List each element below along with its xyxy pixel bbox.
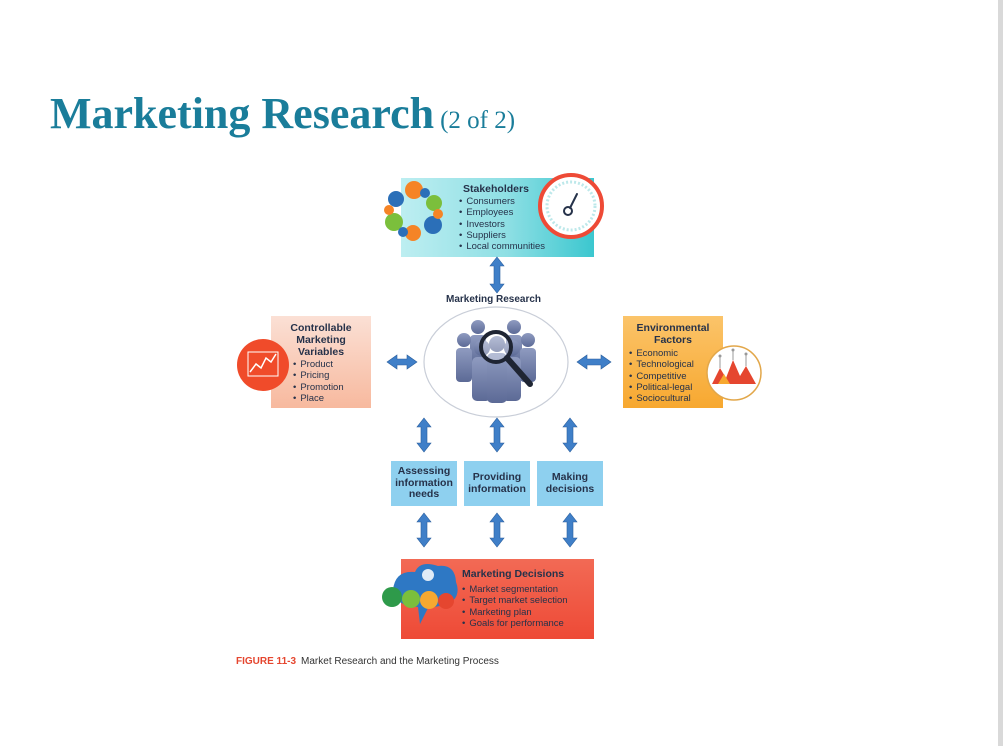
- controllable-title: Controllable Marketing Variables: [271, 322, 371, 358]
- list-item: Target market selection: [462, 595, 567, 606]
- process-step-providing: Providing information: [464, 461, 530, 506]
- list-item: Promotion: [293, 382, 343, 393]
- process-step-line: Making: [551, 471, 589, 483]
- process-step-line: information: [468, 482, 526, 495]
- stakeholders-list: Consumers Employees Investors Suppliers …: [459, 196, 545, 252]
- marketing-research-center: [423, 306, 569, 418]
- list-item: Technological: [629, 359, 694, 370]
- process-step-line: decisions: [545, 482, 595, 495]
- slide-title-main: Marketing Research: [50, 89, 435, 138]
- controllable-title-line: Variables: [297, 346, 345, 358]
- figure-number: FIGURE 11-3: [236, 656, 297, 667]
- arrow-assessing-decisions: [416, 512, 432, 548]
- list-item: Competitive: [629, 371, 694, 382]
- process-step-label: Providing information: [468, 471, 526, 495]
- list-item: Economic: [629, 348, 694, 359]
- slide-right-edge: [998, 0, 1003, 746]
- process-step-line: Assessing: [397, 465, 451, 478]
- process-step-line: needs: [408, 488, 440, 501]
- list-item: Political-legal: [629, 382, 694, 393]
- gauge-icon: [538, 173, 604, 239]
- arrow-research-making: [562, 417, 578, 453]
- process-step-line: Providing: [472, 471, 522, 483]
- list-item: Suppliers: [459, 230, 545, 241]
- list-item: Market segmentation: [462, 584, 568, 595]
- list-item: Sociocultural: [629, 393, 694, 404]
- list-item: Pricing: [293, 370, 344, 381]
- environmental-title: Environmental Factors: [623, 322, 723, 346]
- mountain-chart-icon: [706, 345, 762, 401]
- arrow-stakeholders-research: [489, 256, 505, 294]
- process-step-label: Making decisions: [545, 471, 595, 495]
- slide-title: Marketing Research(2 of 2): [50, 88, 515, 139]
- arrow-research-environmental: [576, 354, 612, 370]
- process-step-making: Making decisions: [537, 461, 603, 506]
- environmental-title-line: Environmental: [636, 322, 710, 334]
- environmental-title-line: Factors: [654, 334, 692, 346]
- figure-caption-text: Market Research and the Marketing Proces…: [301, 656, 499, 667]
- controllable-title-line: Controllable: [290, 322, 352, 334]
- slide-title-suffix: (2 of 2): [440, 107, 516, 134]
- marketing-decisions-box: Marketing Decisions Market segmentation …: [401, 559, 594, 639]
- ideas-cloud-icon: [382, 564, 458, 624]
- controllable-title-line: Marketing: [296, 334, 346, 346]
- environmental-list: Economic Technological Competitive Polit…: [629, 348, 694, 404]
- magnifier-icon: [479, 330, 533, 387]
- arrow-research-assessing: [416, 417, 432, 453]
- arrow-providing-decisions: [489, 512, 505, 548]
- list-item: Place: [293, 393, 344, 404]
- process-step-assessing: Assessing information needs: [391, 461, 457, 506]
- controllable-list: Product Pricing Promotion Place: [293, 359, 344, 404]
- line-chart-icon: [237, 339, 289, 391]
- process-step-line: information: [395, 476, 453, 489]
- team-circle-icon: [384, 181, 443, 241]
- figure-caption: FIGURE 11-3 Market Research and the Marke…: [236, 656, 499, 667]
- decisions-list: Market segmentation Target market select…: [462, 584, 568, 629]
- connector-arrows: [386, 256, 612, 548]
- marketing-research-label: Marketing Research: [446, 294, 542, 305]
- list-item: Marketing plan: [462, 607, 568, 618]
- arrow-research-providing: [489, 417, 505, 453]
- list-item: Product: [293, 359, 344, 370]
- list-item: Employees: [459, 207, 545, 218]
- arrow-controllable-research: [386, 354, 418, 370]
- process-step-label: Assessing information needs: [395, 466, 453, 501]
- environmental-factors-box: Environmental Factors Economic Technolog…: [623, 316, 723, 408]
- list-item: Local communities: [459, 241, 545, 252]
- list-item: Consumers: [459, 196, 545, 207]
- list-item: Goals for performance: [462, 618, 568, 629]
- stakeholders-title: Stakeholders: [463, 183, 529, 195]
- arrow-making-decisions: [562, 512, 578, 548]
- decisions-title: Marketing Decisions: [462, 568, 565, 580]
- list-item: Investors: [459, 219, 545, 230]
